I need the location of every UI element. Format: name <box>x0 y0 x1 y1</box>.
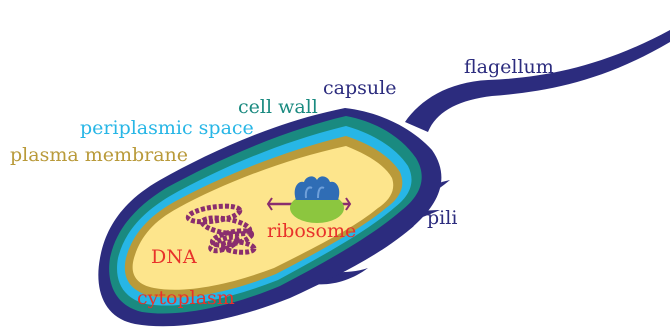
capsule-label: capsule <box>323 77 396 99</box>
flagellum-label: flagellum <box>464 56 554 78</box>
cell-wall-label: cell wall <box>238 96 318 118</box>
dna-label: DNA <box>151 246 197 268</box>
cytoplasm-label: cytoplasm <box>137 287 235 309</box>
ribosome-label: ribosome <box>267 220 356 242</box>
flagellum-shape <box>405 30 670 132</box>
periplasmic-space-label: periplasmic space <box>80 117 254 139</box>
plasma-membrane-label: plasma membrane <box>10 144 188 166</box>
pili-label: pili <box>427 207 457 229</box>
